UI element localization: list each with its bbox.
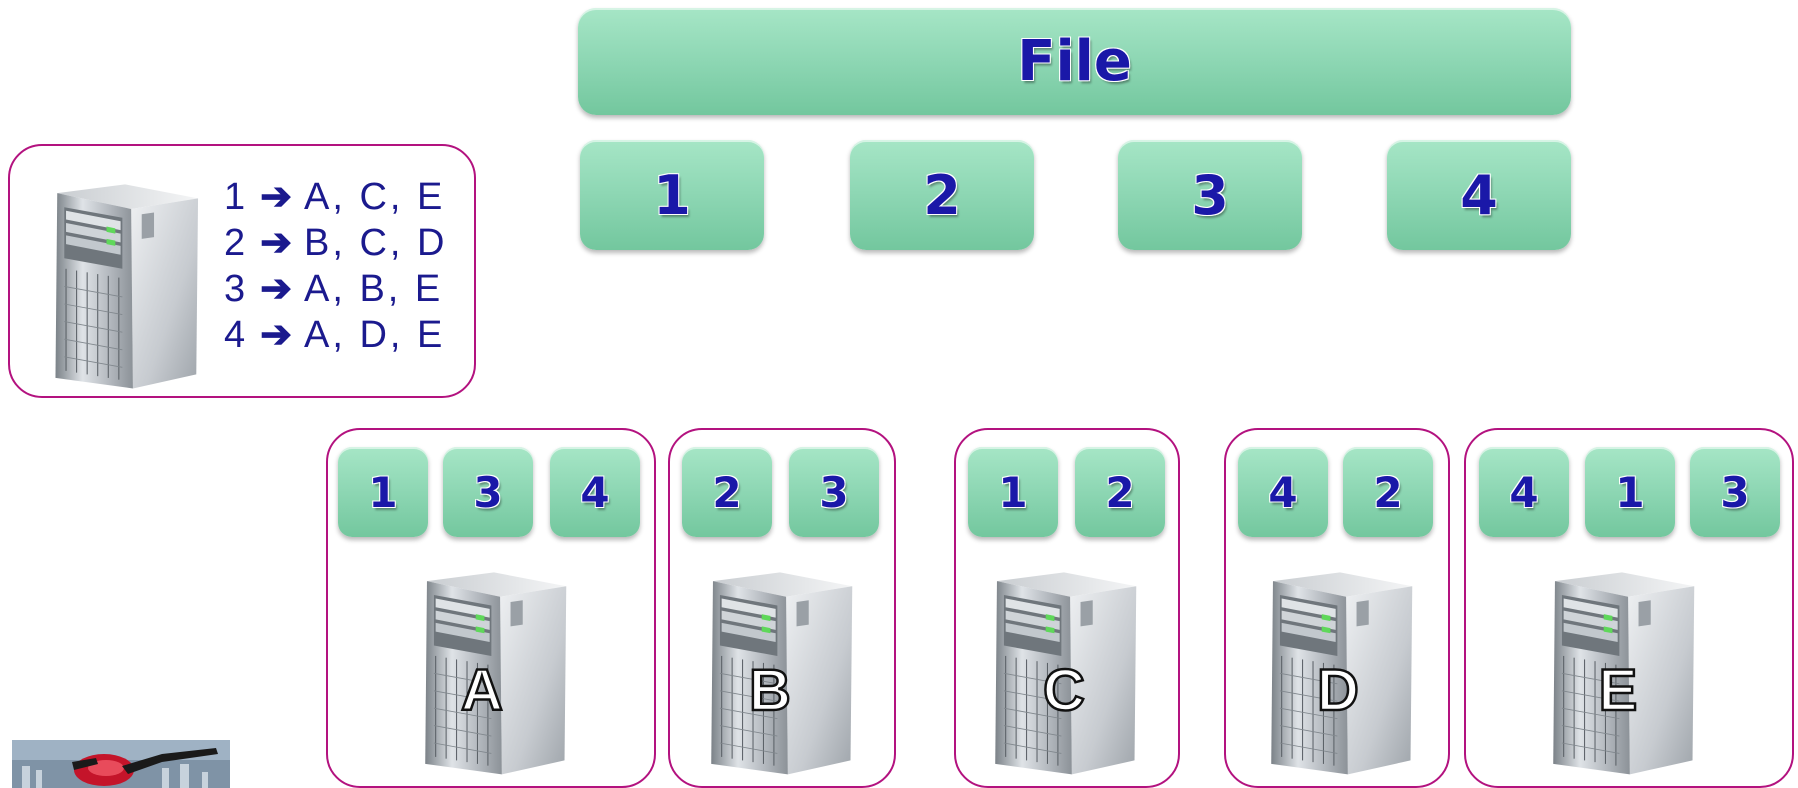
server-label-a: A [460, 658, 504, 723]
chunk-map-row: 2 ➔ B, C, D [224, 220, 447, 266]
chunk-targets: A, B, E [303, 268, 444, 310]
chunk-targets: A, C, E [303, 176, 446, 218]
stored-chunk: 1 [968, 447, 1058, 537]
server-label-c: C [1042, 658, 1086, 723]
stored-chunk: 1 [1585, 447, 1675, 537]
stored-chunk: 2 [1075, 447, 1165, 537]
stored-chunk: 4 [1238, 447, 1328, 537]
chunk-id: 4 [224, 314, 249, 356]
right-arrow-icon: ➔ [260, 268, 292, 310]
right-arrow-icon: ➔ [260, 176, 292, 218]
chunk-targets: A, D, E [303, 314, 446, 356]
stored-chunk: 3 [443, 447, 533, 537]
server-panel-b [668, 428, 896, 788]
stored-chunk: 3 [789, 447, 879, 537]
chunk-id: 3 [224, 268, 249, 310]
stored-chunk: 4 [550, 447, 640, 537]
right-arrow-icon: ➔ [260, 314, 292, 356]
server-panel-d [1224, 428, 1450, 788]
stored-chunk: 1 [338, 447, 428, 537]
right-arrow-icon: ➔ [260, 222, 292, 264]
server-label-d: D [1316, 658, 1360, 723]
server-panel-a [326, 428, 656, 788]
chunk-map-panel [8, 144, 476, 398]
server-panel-e [1464, 428, 1794, 788]
file-chunk-4: 4 [1387, 140, 1571, 250]
stored-chunk: 2 [1343, 447, 1433, 537]
chunk-targets: B, C, D [303, 222, 448, 264]
server-label-b: B [748, 658, 792, 723]
skydiver-photo [12, 740, 230, 788]
chunk-id: 1 [224, 176, 249, 218]
file-chunk-3: 3 [1118, 140, 1302, 250]
server-panel-c [954, 428, 1180, 788]
chunk-map-row: 4 ➔ A, D, E [224, 312, 447, 358]
stored-chunk: 4 [1479, 447, 1569, 537]
chunk-id: 2 [224, 222, 249, 264]
file-block: File [578, 8, 1571, 115]
server-label-e: E [1597, 658, 1638, 723]
chunk-map-row: 1 ➔ A, C, E [224, 174, 447, 220]
chunk-map-list: 1 ➔ A, C, E 2 ➔ B, C, D 3 ➔ A, B, E 4 ➔ A, D, E [224, 174, 447, 358]
file-chunk-1: 1 [580, 140, 764, 250]
chunk-map-row: 3 ➔ A, B, E [224, 266, 447, 312]
file-chunk-2: 2 [850, 140, 1034, 250]
server-tower-icon [48, 172, 202, 392]
stored-chunk: 2 [682, 447, 772, 537]
stored-chunk: 3 [1690, 447, 1780, 537]
